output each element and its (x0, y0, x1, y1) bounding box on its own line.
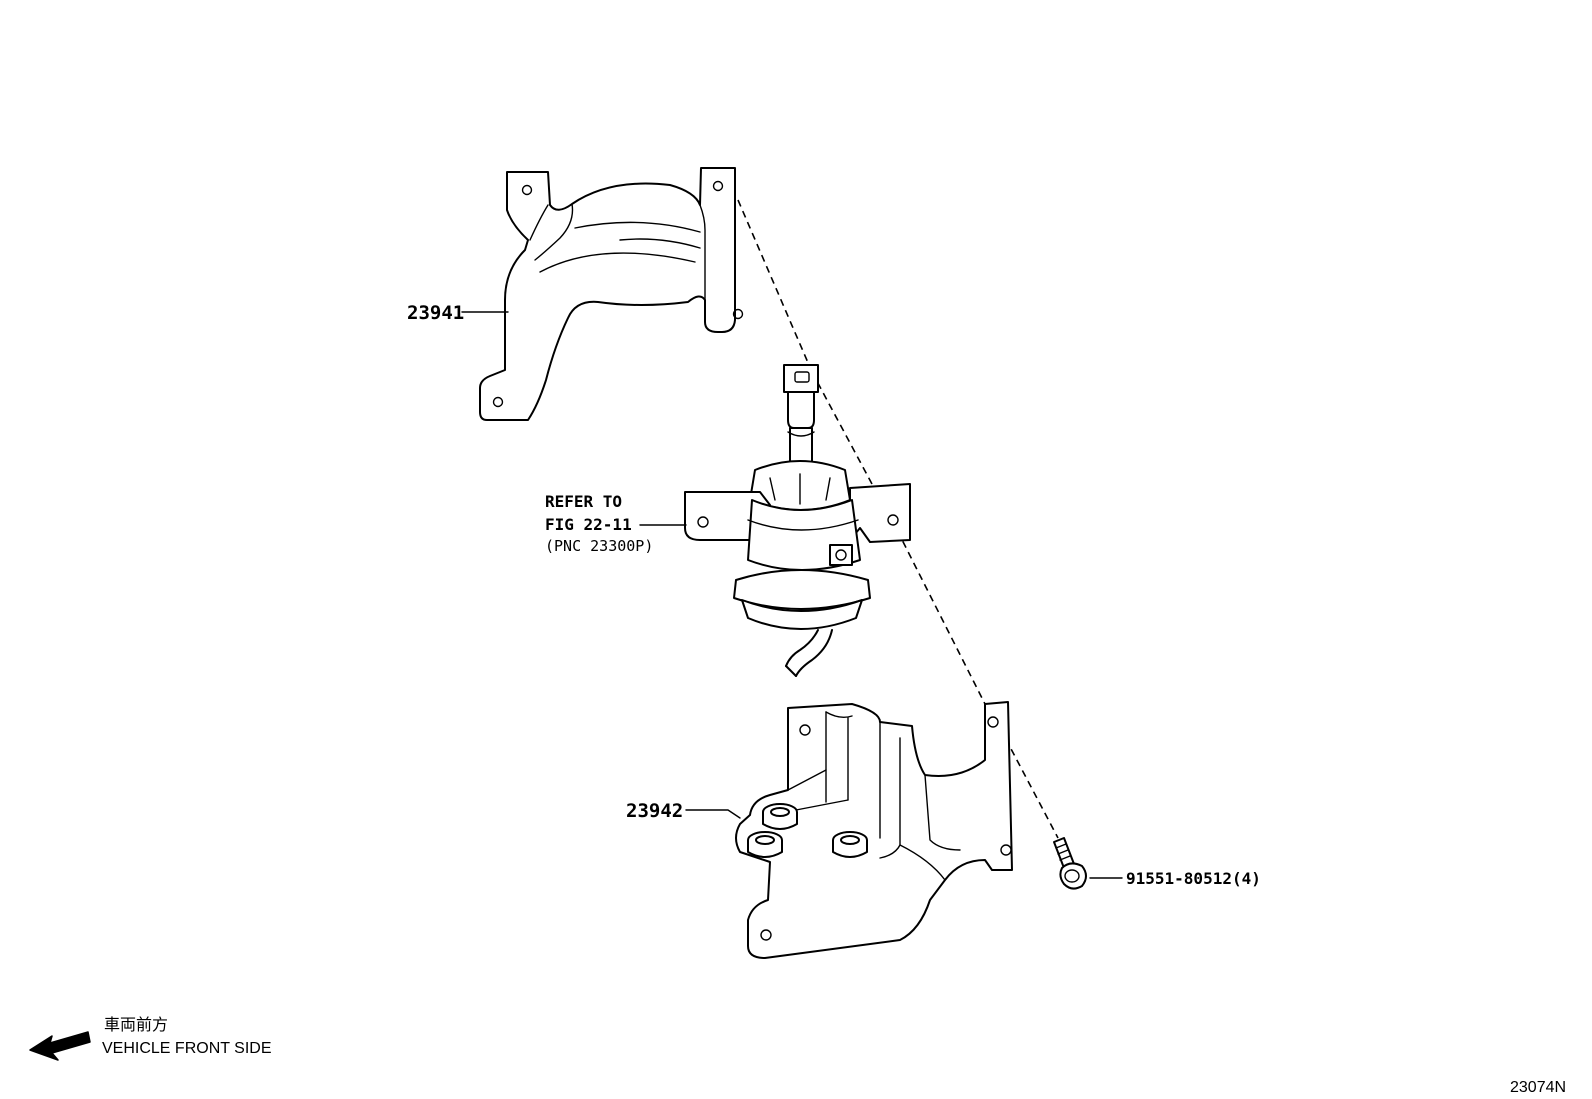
direction-note-english: VEHICLE FRONT SIDE (102, 1040, 272, 1057)
alignment-lines (737, 199, 1059, 839)
bolt-part (1053, 837, 1087, 890)
mount-1 (762, 803, 798, 830)
label-bolt-number: 91551-80512(4) (1126, 869, 1261, 888)
assembly-part (684, 364, 911, 677)
leader-23942 (685, 809, 741, 819)
label-refer-to: REFER TO (545, 492, 622, 511)
label-23942: 23942 (626, 800, 683, 822)
mount-2 (747, 831, 783, 858)
upper-cover-part (479, 167, 744, 421)
label-23941: 23941 (407, 302, 464, 324)
diagram-id: 23074N (1510, 1079, 1566, 1096)
lower-bracket-part (735, 701, 1013, 959)
label-pnc-ref: (PNC 23300P) (545, 537, 653, 555)
front-direction-arrow-icon (29, 1031, 91, 1061)
direction-note-japanese: 車両前方 (104, 1015, 168, 1034)
label-fig-ref: FIG 22-11 (545, 515, 632, 534)
mount-3 (832, 831, 868, 858)
